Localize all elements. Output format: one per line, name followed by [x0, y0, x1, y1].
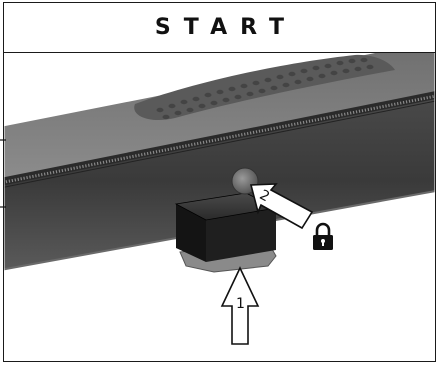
diagonal-arrow-icon: 2: [249, 183, 314, 230]
perforation-dots: [156, 57, 374, 120]
step-1-number: 1: [236, 296, 245, 312]
slider-block-side: [206, 208, 276, 262]
slider-block-top: [176, 193, 276, 220]
bar-front-face: [4, 93, 435, 270]
page-title: START: [154, 15, 298, 40]
up-arrow-icon: 1: [220, 266, 260, 345]
perforated-pad: [134, 54, 395, 121]
header: START: [4, 3, 435, 53]
rail-teeth: [4, 94, 435, 184]
bar-top-surface: [4, 53, 435, 180]
slider-block-front: [176, 204, 206, 262]
lock-icon: [313, 222, 333, 250]
